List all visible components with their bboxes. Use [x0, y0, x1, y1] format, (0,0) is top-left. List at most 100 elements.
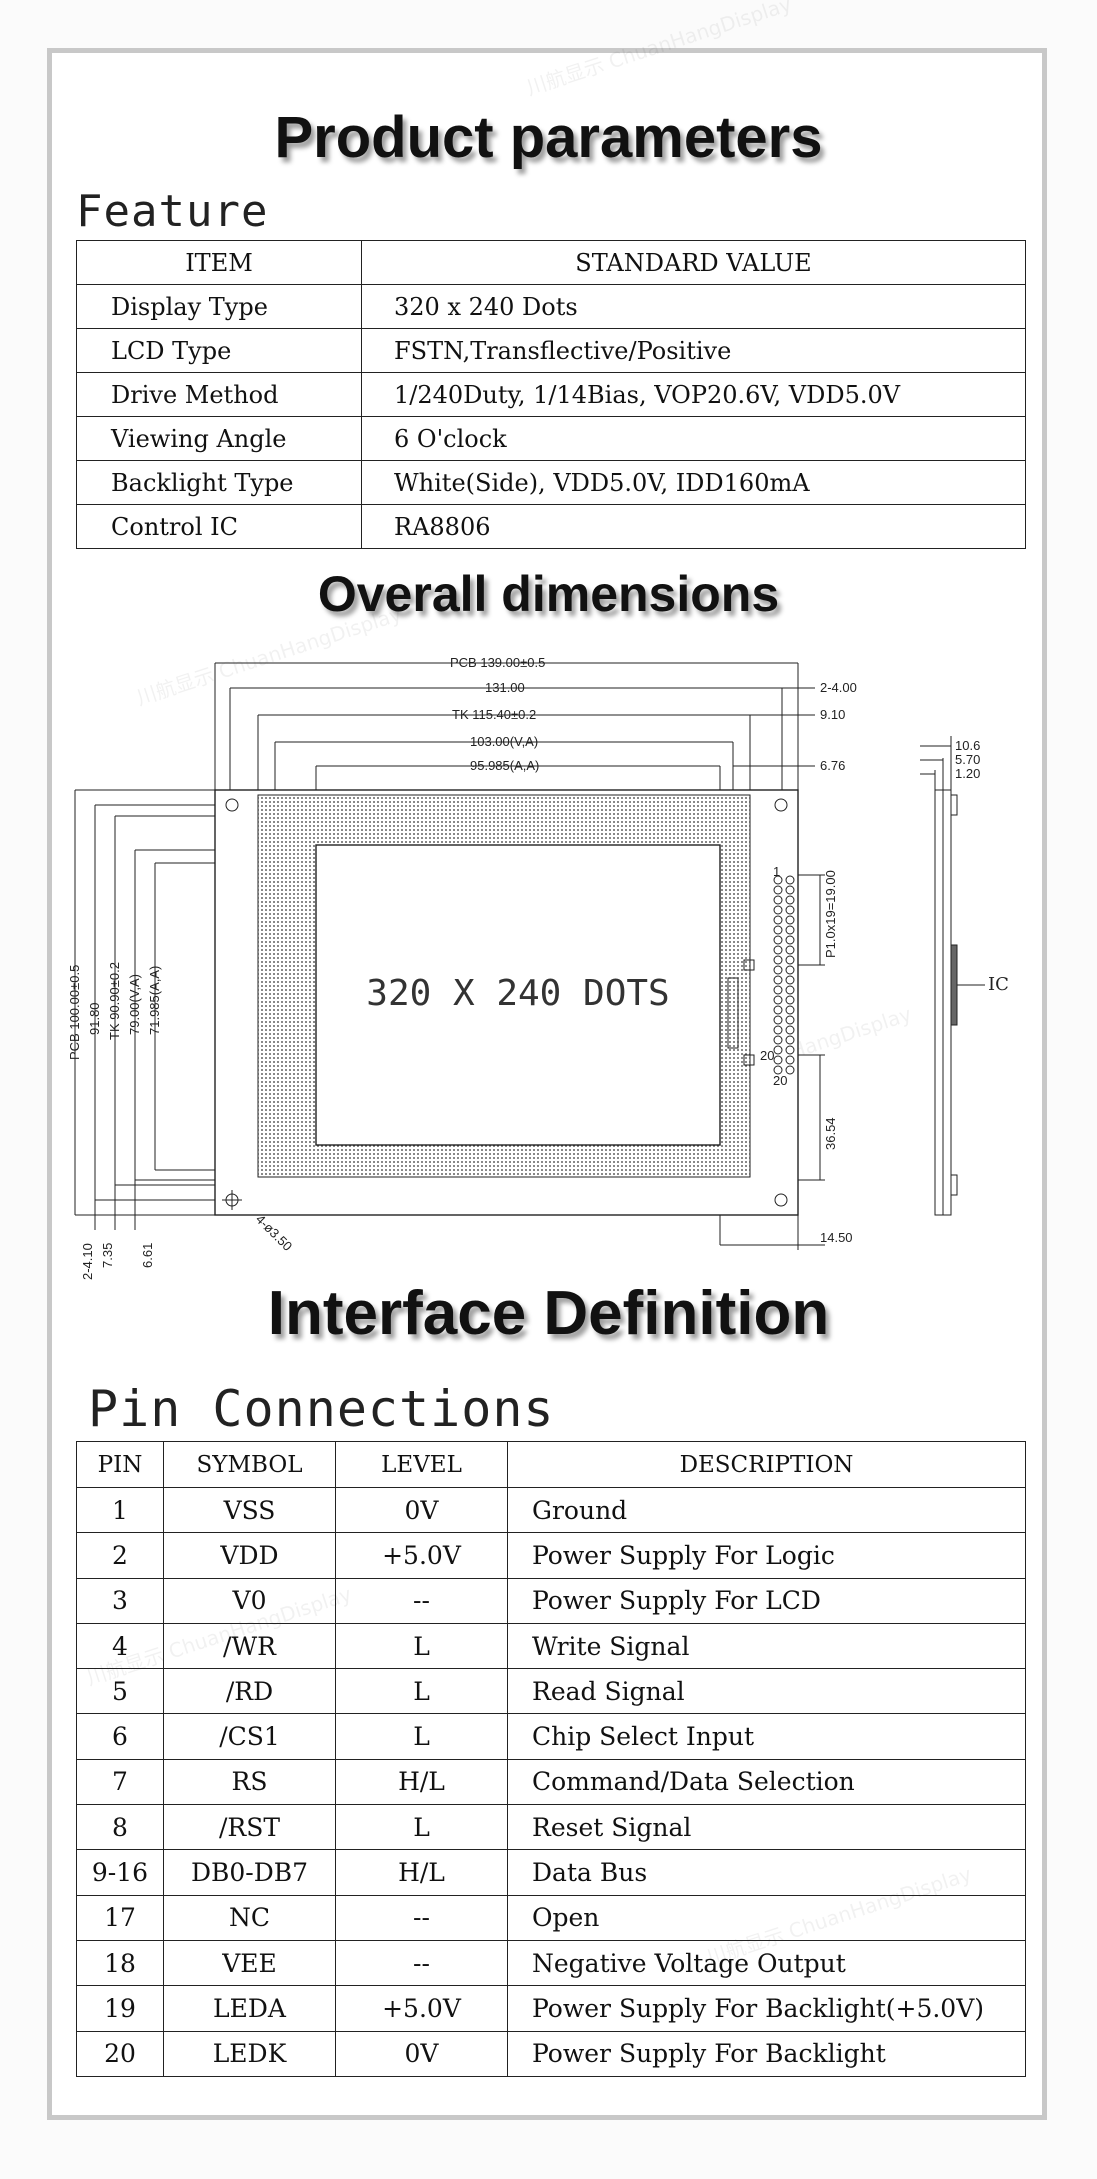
feature-item: Control IC	[76, 504, 362, 549]
pin-description: Read Signal	[507, 1668, 1026, 1715]
dim-36-54: 36.54	[823, 1117, 838, 1150]
pin-symbol: VEE	[163, 1939, 336, 1987]
pin-description: Ground	[507, 1486, 1026, 1534]
pin-number: 9-16	[76, 1849, 164, 1896]
pin-description: Open	[507, 1894, 1026, 1941]
pin-level: --	[335, 1894, 508, 1941]
feature-item: Drive Method	[76, 372, 362, 417]
header-level: LEVEL	[335, 1441, 508, 1488]
pin-symbol: /CS1	[163, 1713, 336, 1760]
pin-description: Command/Data Selection	[507, 1758, 1026, 1806]
screen-label: 320 X 240 DOTS	[366, 973, 669, 1014]
dim-7-35: 7.35	[100, 1243, 115, 1268]
pin-level: H/L	[335, 1758, 508, 1806]
pin-number: 17	[76, 1894, 164, 1941]
pin-20-label-b: 20	[773, 1073, 787, 1088]
feature-item: Backlight Type	[76, 460, 362, 505]
pin-level: L	[335, 1622, 508, 1670]
pin-level: +5.0V	[335, 1985, 508, 2032]
pin-level: L	[335, 1804, 508, 1851]
pin-symbol: VSS	[163, 1486, 336, 1534]
pin-level: L	[335, 1668, 508, 1715]
dim-va-height: 79.00(V,A)	[127, 974, 142, 1035]
pin-number: 8	[76, 1804, 164, 1851]
dim-aa-height: 71.985(A,A)	[147, 966, 162, 1035]
dim-va-width: 103.00(V,A)	[470, 734, 538, 749]
mount-hole	[774, 1193, 788, 1207]
dim-2-4-10: 2-4.10	[80, 1243, 95, 1280]
pin-symbol: RS	[163, 1758, 336, 1806]
top-dimension-lines	[214, 662, 815, 830]
pin-number: 7	[76, 1758, 164, 1806]
pin-symbol: /RD	[163, 1668, 336, 1715]
header-standard-value: STANDARD VALUE	[361, 240, 1026, 285]
table-row: Backlight Type White(Side), VDD5.0V, IDD…	[76, 460, 1026, 505]
feature-value: 320 x 240 Dots	[361, 284, 1026, 329]
pin-level: --	[335, 1577, 508, 1624]
mount-hole	[225, 798, 239, 812]
side-view	[920, 736, 985, 1216]
feature-table: ITEM STANDARD VALUE Display Type 320 x 2…	[76, 240, 1026, 549]
pin-symbol: NC	[163, 1894, 336, 1941]
pin-symbol: V0	[163, 1577, 336, 1624]
dim-131: 131.00	[485, 680, 525, 695]
feature-value: 1/240Duty, 1/14Bias, VOP20.6V, VDD5.0V	[361, 372, 1026, 417]
header-pin: PIN	[76, 1441, 164, 1488]
table-header-row: ITEM STANDARD VALUE	[76, 240, 1026, 285]
pin-symbol: /RST	[163, 1804, 336, 1851]
pin-number: 20	[76, 2030, 164, 2077]
pin-description: Power Supply For Backlight	[507, 2030, 1026, 2077]
dim-6-61: 6.61	[140, 1243, 155, 1268]
table-row: Display Type 320 x 240 Dots	[76, 284, 1026, 329]
feature-item: Viewing Angle	[76, 416, 362, 461]
table-row: Drive Method 1/240Duty, 1/14Bias, VOP20.…	[76, 372, 1026, 417]
pin-level: L	[335, 1713, 508, 1760]
pin-level: +5.0V	[335, 1532, 508, 1579]
pin-number: 4	[76, 1622, 164, 1670]
table-row: Viewing Angle 6 O'clock	[76, 416, 1026, 461]
pin-level: --	[335, 1939, 508, 1987]
pin-level: 0V	[335, 2030, 508, 2077]
dimensions-title: Overall dimensions	[317, 566, 780, 622]
pin-number: 2	[76, 1532, 164, 1579]
feature-item: Display Type	[76, 284, 362, 329]
pin-symbol: VDD	[163, 1532, 336, 1579]
pin-description: Chip Select Input	[507, 1713, 1026, 1760]
dim-hole: 4-ø3.50	[253, 1212, 295, 1254]
dim-pcb-width: PCB 139.00±0.5	[450, 655, 545, 670]
pin-symbol: DB0-DB7	[163, 1849, 336, 1896]
pin-header	[743, 875, 795, 1075]
pin-description: Reset Signal	[507, 1804, 1026, 1851]
pin-number: 6	[76, 1713, 164, 1760]
feature-title: Feature	[76, 186, 269, 237]
pin-number: 19	[76, 1985, 164, 2032]
pin-description: Power Supply For Backlight(+5.0V)	[507, 1985, 1026, 2032]
pin-level: 0V	[335, 1486, 508, 1534]
dim-aa-width: 95.985(A,A)	[470, 758, 539, 773]
pin-number: 1	[76, 1486, 164, 1534]
dim-side-5-70: 5.70	[955, 752, 980, 767]
pin-description: Data Bus	[507, 1849, 1026, 1896]
table-row: Control IC RA8806	[76, 504, 1026, 549]
feature-value: FSTN,Transflective/Positive	[361, 328, 1026, 373]
pin-20-label: 20	[760, 1048, 774, 1063]
viewing-area	[315, 844, 721, 1146]
feature-value: RA8806	[361, 504, 1026, 549]
dim-pin-pitch: P1.0x19=19.00	[823, 870, 838, 958]
dim-side-10-6: 10.6	[955, 738, 980, 753]
pin-description: Power Supply For Logic	[507, 1532, 1026, 1579]
header-item: ITEM	[76, 240, 362, 285]
pin-1-label: 1	[773, 864, 780, 879]
mount-hole	[774, 798, 788, 812]
